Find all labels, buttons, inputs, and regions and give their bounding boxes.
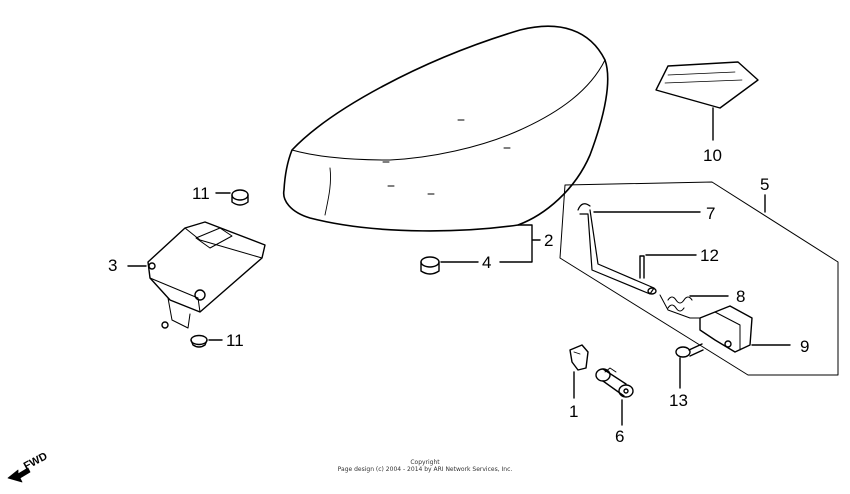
callout-2: 2 [544,231,553,250]
spring-drawing [667,296,693,312]
callout-11-bottom: 11 [226,331,244,350]
rod-drawing [577,203,657,295]
callout-7: 7 [706,204,715,223]
cushion-drawing [420,256,440,275]
pin-drawing [639,255,645,279]
callout-10: 10 [703,146,722,165]
fwd-arrow-icon [7,467,31,483]
callout-5: 5 [760,175,769,194]
callout-13: 13 [669,391,688,410]
cylinder-drawing [595,367,634,398]
callout-1: 1 [569,402,578,421]
callout-12: 12 [700,246,719,265]
callout-3: 3 [108,256,117,275]
bolt-drawing [675,343,704,358]
callout-11-top: 11 [192,184,210,203]
callout-6: 6 [615,427,624,446]
nut-bottom-drawing [190,334,208,348]
callout-4: 4 [482,253,491,272]
hook-drawing [659,294,753,353]
callout-8: 8 [736,287,745,306]
sheet-drawing [655,61,759,109]
copyright-line-1: Copyright [410,459,440,466]
bracket-drawing [147,221,266,329]
lock-assembly-outline [559,181,839,376]
nut-top-drawing [231,189,249,206]
copyright-line-2: Page design (c) 2004 - 2014 by ARI Netwo… [337,466,513,473]
clip-drawing [569,344,589,371]
leader-2 [499,224,541,263]
seat-drawing [282,25,609,232]
callout-9: 9 [800,337,809,356]
